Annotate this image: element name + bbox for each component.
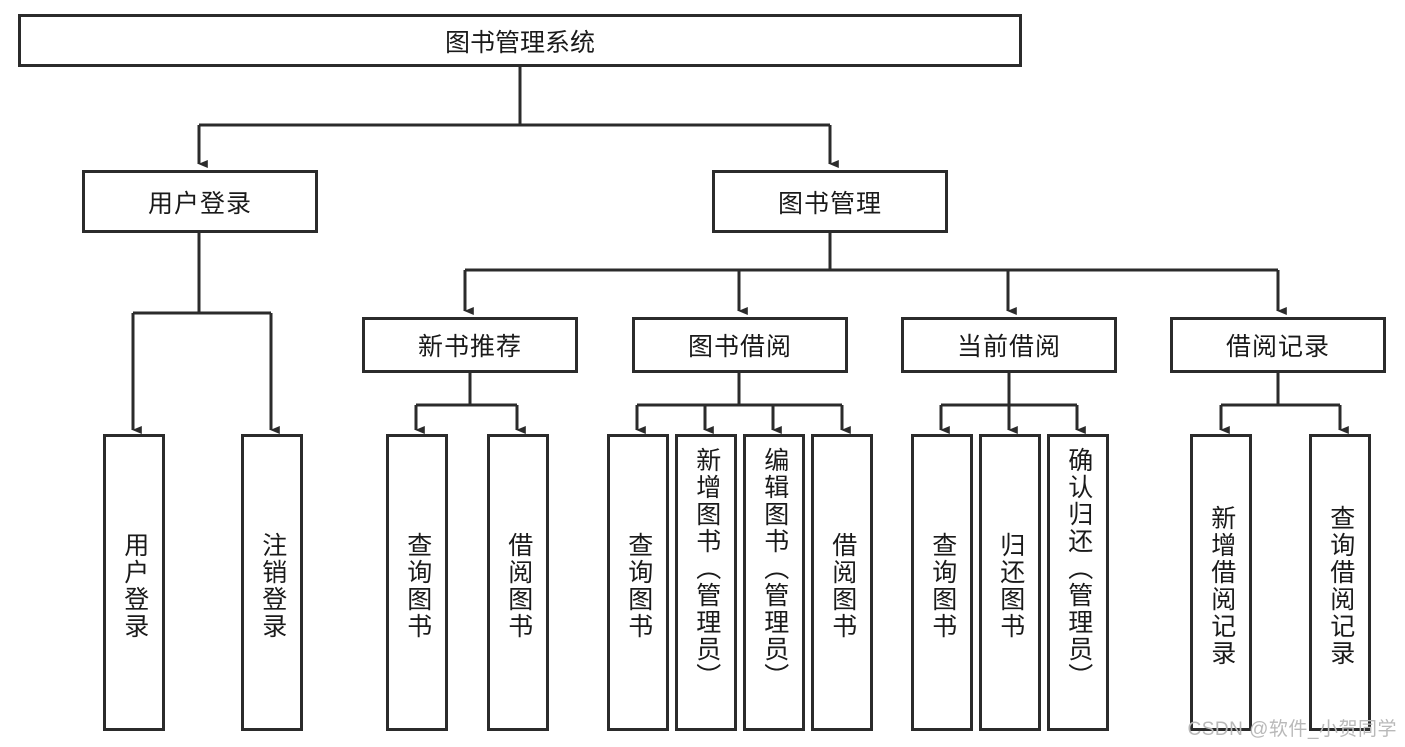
- leaf-current-borrow-query-label: 查询图书: [928, 531, 957, 640]
- node-user-login[interactable]: 用户登录: [82, 170, 318, 233]
- csdn-watermark: CSDN @软件_小贺同学: [1187, 719, 1397, 740]
- node-root-label: 图书管理系统: [444, 28, 595, 57]
- node-new-book-recommend-label: 新书推荐: [417, 333, 522, 361]
- leaf-book-borrow-query-label: 查询图书: [624, 531, 653, 640]
- leaf-inner: 新增图书（管理员）: [678, 443, 734, 732]
- leaf-book-borrow-borrow-label: 借阅图书: [828, 531, 857, 640]
- node-new-book-recommend[interactable]: 新书推荐: [362, 317, 578, 373]
- leaf-inner: 查询借阅记录: [1312, 443, 1368, 728]
- leaf-book-borrow-add[interactable]: 新增图书（管理员）: [675, 434, 737, 731]
- leaf-inner: 查询图书: [389, 443, 445, 728]
- leaf-user-login-login-label: 用户登录: [120, 531, 149, 640]
- node-root-system[interactable]: 图书管理系统: [18, 14, 1022, 67]
- leaf-inner: 用户登录: [106, 443, 162, 728]
- leaf-inner: 查询图书: [914, 443, 970, 728]
- leaf-new-book-borrow-label: 借阅图书: [504, 531, 533, 640]
- node-borrow-record[interactable]: 借阅记录: [1170, 317, 1386, 373]
- leaf-new-book-query-label: 查询图书: [403, 531, 432, 640]
- leaf-new-book-borrow[interactable]: 借阅图书: [487, 434, 549, 731]
- leaf-borrow-record-query[interactable]: 查询借阅记录: [1309, 434, 1371, 731]
- node-book-management[interactable]: 图书管理: [712, 170, 948, 233]
- leaf-current-borrow-confirm[interactable]: 确认归还（管理员）: [1047, 434, 1109, 731]
- leaf-user-login-logout[interactable]: 注销登录: [241, 434, 303, 731]
- leaf-current-borrow-query[interactable]: 查询图书: [911, 434, 973, 731]
- node-book-borrow-label: 图书借阅: [687, 333, 792, 361]
- leaf-book-borrow-edit-label: 编辑图书（管理员）: [760, 447, 789, 690]
- leaf-inner: 查询图书: [610, 443, 666, 728]
- node-book-management-label: 图书管理: [777, 189, 882, 218]
- node-book-borrow[interactable]: 图书借阅: [632, 317, 848, 373]
- node-current-borrow[interactable]: 当前借阅: [901, 317, 1117, 373]
- leaf-book-borrow-edit[interactable]: 编辑图书（管理员）: [743, 434, 805, 731]
- leaf-borrow-record-query-label: 查询借阅记录: [1326, 504, 1355, 667]
- leaf-user-login-login[interactable]: 用户登录: [103, 434, 165, 731]
- node-user-login-label: 用户登录: [147, 189, 252, 218]
- node-borrow-record-label: 借阅记录: [1225, 333, 1330, 361]
- leaf-inner: 编辑图书（管理员）: [746, 443, 802, 732]
- leaf-user-login-logout-label: 注销登录: [258, 531, 287, 640]
- leaf-inner: 新增借阅记录: [1193, 443, 1249, 728]
- leaf-book-borrow-borrow[interactable]: 借阅图书: [811, 434, 873, 731]
- leaf-current-borrow-return[interactable]: 归还图书: [979, 434, 1041, 731]
- leaf-inner: 借阅图书: [814, 443, 870, 728]
- leaf-inner: 注销登录: [244, 443, 300, 728]
- leaf-book-borrow-query[interactable]: 查询图书: [607, 434, 669, 731]
- leaf-borrow-record-add-label: 新增借阅记录: [1207, 504, 1236, 667]
- leaf-inner: 归还图书: [982, 443, 1038, 728]
- leaf-current-borrow-confirm-label: 确认归还（管理员）: [1064, 447, 1093, 690]
- leaf-current-borrow-return-label: 归还图书: [996, 531, 1025, 640]
- leaf-new-book-query[interactable]: 查询图书: [386, 434, 448, 731]
- leaf-borrow-record-add[interactable]: 新增借阅记录: [1190, 434, 1252, 731]
- leaf-inner: 借阅图书: [490, 443, 546, 728]
- node-current-borrow-label: 当前借阅: [956, 333, 1061, 361]
- leaf-inner: 确认归还（管理员）: [1050, 443, 1106, 732]
- leaf-book-borrow-add-label: 新增图书（管理员）: [692, 447, 721, 690]
